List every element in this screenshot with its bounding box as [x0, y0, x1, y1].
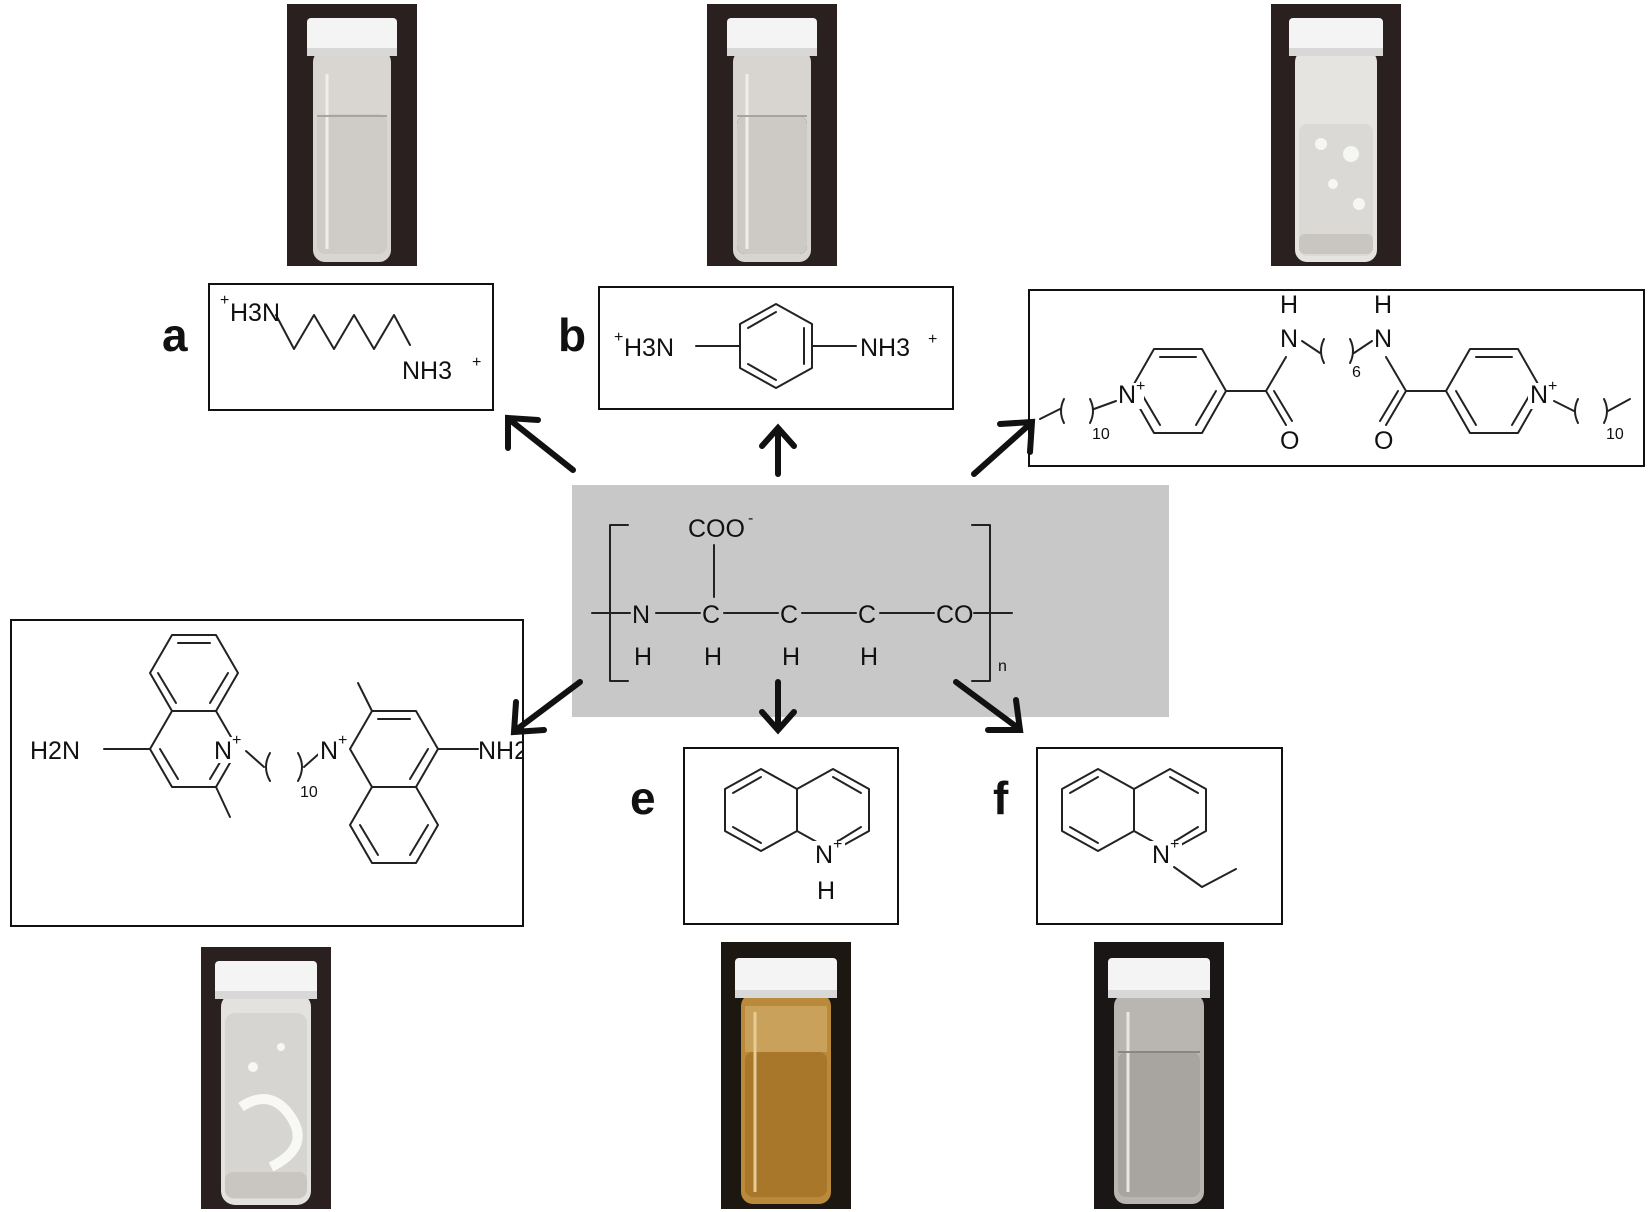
- c-right-charge: +: [1548, 378, 1557, 395]
- c-left-tail: 10: [1092, 426, 1110, 443]
- polymer-h-c2: H: [782, 643, 800, 671]
- c-left-nh-h: H: [1280, 291, 1298, 319]
- arrow-to-a: [505, 414, 576, 473]
- d-left-n: N: [214, 737, 232, 765]
- vial-a-clear: [287, 4, 417, 266]
- a-right-group: NH3: [402, 357, 452, 385]
- structure-c-diagram: 10 N + O N H 6 N H: [1039, 291, 1631, 455]
- vial-f-clear: [1094, 942, 1224, 1209]
- structure-f-diagram: N +: [1061, 768, 1237, 888]
- f-charge: +: [1170, 836, 1179, 853]
- panel-label-e: e: [630, 772, 656, 824]
- f-n: N: [1152, 841, 1170, 869]
- d-spacer: 10: [300, 784, 318, 801]
- structure-a-diagram: + H3N NH3 +: [220, 292, 481, 385]
- b-right-group: NH3: [860, 334, 910, 362]
- vial-photo-e: [721, 942, 851, 1209]
- polymer-h-c3: H: [860, 643, 878, 671]
- structure-d-diagram: H2N N + 10 N + NH2: [30, 634, 528, 864]
- arrow-to-b: [759, 423, 797, 477]
- vial-photo-d: [201, 947, 331, 1209]
- b-left-group: H3N: [624, 334, 674, 362]
- panel-label-b: b: [558, 309, 587, 361]
- vial-photo-f: [1094, 942, 1224, 1209]
- d-right-charge: +: [338, 732, 347, 749]
- d-left-charge: +: [232, 732, 241, 749]
- a-left-group: H3N: [230, 299, 280, 327]
- polymer-n: N: [632, 601, 650, 629]
- polymer-coo-charge: -: [748, 510, 753, 527]
- panel-label-a: a: [162, 309, 188, 361]
- structure-box-f: N +: [1036, 747, 1283, 925]
- polymer-coo: COO: [688, 515, 745, 543]
- structure-box-d: H2N N + 10 N + NH2: [10, 619, 528, 927]
- panel-label-f: f: [993, 772, 1009, 824]
- d-right-amine: NH2: [478, 737, 522, 765]
- vial-photo-a: [287, 4, 417, 266]
- arrow-to-c: [971, 418, 1036, 477]
- c-left-charge: +: [1136, 378, 1145, 395]
- vial-photo-b: [707, 4, 837, 266]
- polymer-panel: n N C C C CO COO - H H H H: [572, 485, 1169, 717]
- structure-box-a: + H3N NH3 +: [208, 283, 494, 411]
- c-left-nh-n: N: [1280, 325, 1298, 353]
- c-right-tail: 10: [1606, 426, 1624, 443]
- polymer-h-n: H: [634, 643, 652, 671]
- a-left-charge: +: [220, 292, 229, 309]
- e-charge: +: [833, 836, 842, 853]
- b-right-charge: +: [928, 331, 937, 348]
- vial-d-cloudy: [201, 947, 331, 1209]
- a-right-charge: +: [472, 354, 481, 371]
- b-left-charge: +: [614, 329, 623, 346]
- vial-e-amber: [721, 942, 851, 1209]
- vial-b-clear: [707, 4, 837, 266]
- d-left-amine: H2N: [30, 737, 80, 765]
- c-right-n: N: [1530, 381, 1548, 409]
- c-left-n: N: [1118, 381, 1136, 409]
- d-right-n: N: [320, 737, 338, 765]
- polymer-h-c1: H: [704, 643, 722, 671]
- structure-box-c: 10 N + O N H 6 N H: [1028, 289, 1645, 467]
- c-spacer: 6: [1352, 364, 1361, 381]
- e-n: N: [815, 841, 833, 869]
- e-h: H: [817, 877, 835, 905]
- polymer-repeat-n: n: [998, 658, 1007, 675]
- polymer-c1: C: [702, 601, 720, 629]
- polymer-c2: C: [780, 601, 798, 629]
- polymer-co: CO: [936, 601, 974, 629]
- structure-box-b: + H3N NH3 +: [598, 286, 954, 410]
- vial-photo-c: [1271, 4, 1401, 266]
- structure-e-diagram: N + H: [724, 768, 870, 905]
- c-right-o: O: [1374, 427, 1393, 455]
- structure-b-diagram: + H3N NH3 +: [614, 303, 937, 389]
- c-right-nh-h: H: [1374, 291, 1392, 319]
- vial-c-cloudy: [1271, 4, 1401, 266]
- polymer-c3: C: [858, 601, 876, 629]
- c-right-nh-n: N: [1374, 325, 1392, 353]
- c-left-o: O: [1280, 427, 1299, 455]
- polymer-structure: n N C C C CO COO - H H H H: [591, 510, 1013, 682]
- structure-box-e: N + H: [683, 747, 899, 925]
